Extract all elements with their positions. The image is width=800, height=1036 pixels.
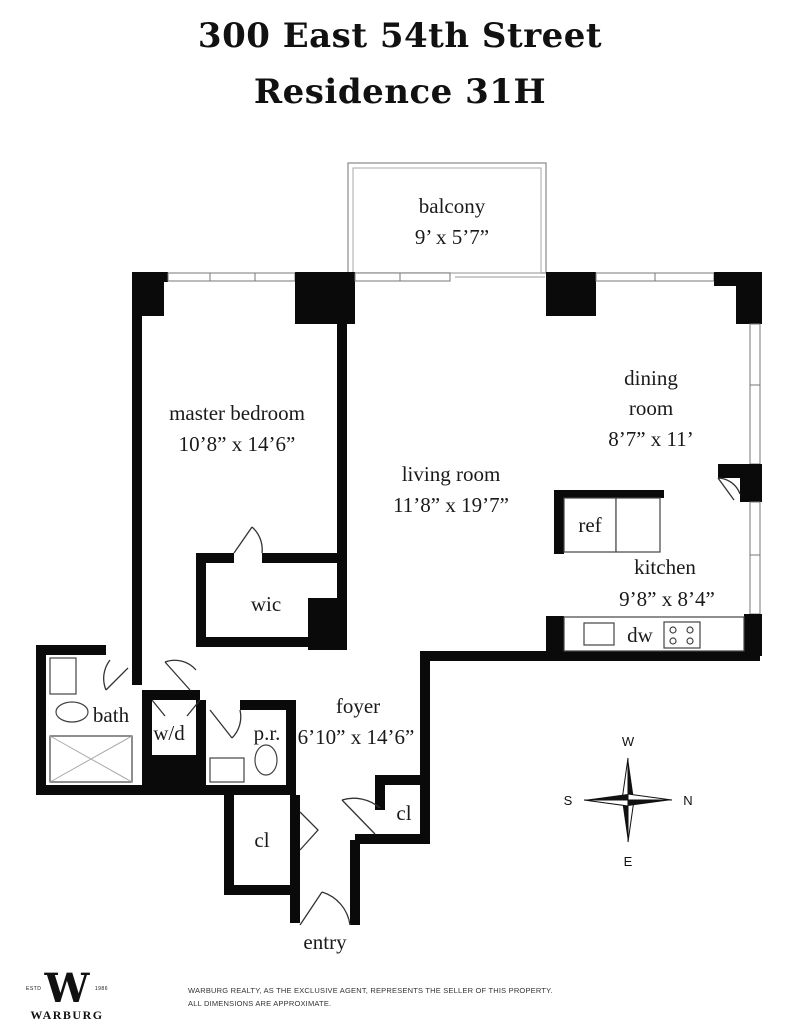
kitchen-label: kitchen <box>634 555 696 579</box>
door-swing-bath <box>103 659 129 691</box>
logo-name: WARBURG <box>30 1008 104 1022</box>
door-swing-closet <box>717 477 741 501</box>
compass-rose <box>583 757 673 843</box>
wall-pr-bottom <box>205 785 295 795</box>
toilet-pr <box>254 744 278 776</box>
warburg-logo: ESTD W 1986 WARBURG <box>22 965 112 1023</box>
wall-bedroom-right <box>337 324 347 650</box>
cl-left-label: cl <box>254 828 269 852</box>
master-bedroom-dims: 10’8” x 14’6” <box>179 432 296 456</box>
wall-ref-left <box>554 490 564 554</box>
cooktop <box>663 621 701 649</box>
door-swing-wd <box>151 699 201 717</box>
wall-bath-left <box>36 645 46 795</box>
balcony-outline <box>347 162 547 274</box>
wall-foyer-right <box>420 654 430 834</box>
window-dining-side <box>749 323 761 465</box>
wall-wd-left <box>142 690 152 790</box>
logo-w-mark-icon: W <box>44 965 90 1012</box>
compass-west: W <box>622 734 635 749</box>
window-kitchen-side <box>749 501 761 615</box>
compass-east: E <box>624 854 633 869</box>
wall-wic-bottom <box>196 637 338 647</box>
wall-wic-top-right <box>262 553 337 563</box>
wall-entry-right <box>350 840 360 925</box>
sink-pr <box>209 757 245 783</box>
balcony-label: balcony <box>419 194 486 218</box>
wall-pr-top <box>240 700 296 710</box>
entry-label: entry <box>303 930 347 954</box>
column-kitchen <box>546 616 564 656</box>
window-bedroom <box>167 272 296 282</box>
pr-label: p.r. <box>254 721 281 745</box>
window-living-left <box>354 272 451 282</box>
compass-north: N <box>683 793 692 808</box>
disclaimer: WARBURG REALTY, AS THE EXCLUSIVE AGENT, … <box>188 984 608 1010</box>
door-swing-hall <box>164 659 197 691</box>
kitchen-cabinet <box>615 497 661 553</box>
cl-right-label: cl <box>396 801 411 825</box>
wall-wd-top <box>142 690 200 700</box>
dw-label: dw <box>627 623 654 647</box>
door-swing-wic <box>233 526 263 554</box>
residence-title: Residence 31H <box>253 72 547 112</box>
door-bifold-cl <box>299 811 319 851</box>
ref-label: ref <box>578 513 601 537</box>
dining-room-label-2: room <box>629 396 673 420</box>
wall-clr-left <box>375 775 385 810</box>
kitchen-sink <box>583 622 615 646</box>
address-title: 300 East 54th Street <box>197 16 603 56</box>
foyer-label: foyer <box>336 694 380 718</box>
wall-cl-bottom <box>224 885 300 895</box>
sink-bath <box>49 657 77 695</box>
wall-clr-top <box>375 775 430 785</box>
wall-bath-bottom <box>36 785 216 795</box>
balcony-dims: 9’ x 5’7” <box>415 225 489 249</box>
wall-wic-left <box>196 553 206 645</box>
column-top-mid <box>295 272 355 324</box>
wall-bath-right <box>132 645 142 685</box>
door-swing-clr <box>341 797 381 835</box>
logo-year: 1986 <box>94 986 108 992</box>
wall-bedroom-left <box>132 282 142 647</box>
wall-wic-top-left <box>196 553 234 563</box>
kitchen-dims: 9’8” x 8’4” <box>619 587 715 611</box>
wall-kitchen-top <box>554 490 664 498</box>
master-bedroom-label: master bedroom <box>169 401 305 425</box>
wall-entry-left <box>290 795 300 905</box>
wall-pr-right <box>286 700 296 795</box>
refrigerator <box>563 497 617 553</box>
disclaimer-line-2: ALL DIMENSIONS ARE APPROXIMATE. <box>188 999 332 1008</box>
door-swing-entry <box>299 891 351 926</box>
wic-label: wic <box>251 592 281 616</box>
wall-pr-left <box>196 700 206 790</box>
dining-room-label: dining <box>624 366 678 390</box>
living-room-label: living room <box>402 462 501 486</box>
wd-label: w/d <box>153 721 185 745</box>
compass-south: S <box>564 793 573 808</box>
foyer-dims: 6’10” x 14’6” <box>298 725 415 749</box>
column-corner-right <box>736 272 762 324</box>
wall-cl-left <box>224 795 234 895</box>
floor-plan: balcony 9’ x 5’7” master bedroom 10’8” x… <box>36 162 762 954</box>
dining-room-dims: 8’7” x 11’ <box>608 427 694 451</box>
logo-est: ESTD <box>26 986 42 992</box>
wall-right-bottom <box>744 614 762 656</box>
wall-right-mid <box>740 464 762 502</box>
wall-kitchen-bottom <box>420 651 760 661</box>
living-room-dims: 11’8” x 19’7” <box>393 493 509 517</box>
bath-label: bath <box>93 703 130 727</box>
toilet-bath <box>55 701 89 723</box>
wall-clr-bottom <box>355 834 430 844</box>
wall-entry-left-low <box>290 895 300 923</box>
disclaimer-line-1: WARBURG REALTY, AS THE EXCLUSIVE AGENT, … <box>188 986 553 995</box>
wall-wd-bottom <box>150 755 205 789</box>
column-top-right <box>546 272 596 316</box>
door-swing-pr <box>209 709 242 739</box>
wall-right-stub <box>718 464 740 478</box>
wall-bath-top <box>36 645 106 655</box>
